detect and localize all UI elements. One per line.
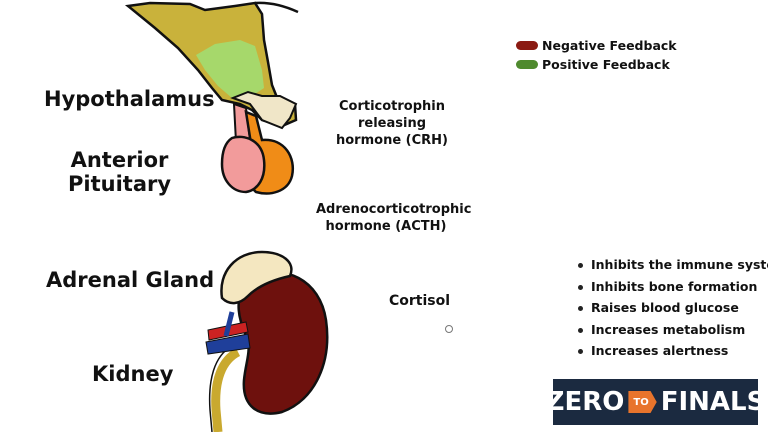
bullet-icon <box>578 263 583 268</box>
bullet-icon <box>578 284 583 290</box>
legend-positive-label: Positive Feedback <box>542 57 670 72</box>
hypothalamus-inner <box>196 40 264 98</box>
ureter <box>211 347 241 432</box>
logo-to-arrow: TO <box>628 391 657 413</box>
effect-item: Increases alertness <box>578 340 768 362</box>
effect-item: Increases metabolism <box>578 319 768 341</box>
bullet-icon <box>578 327 583 333</box>
negative-feedback-swatch <box>516 41 538 50</box>
legend-negative-feedback: Negative Feedback <box>516 38 677 53</box>
zero-to-finals-logo: ZERO TO FINALS <box>546 379 765 425</box>
logo-zero: ZERO <box>545 387 625 417</box>
anterior-pituitary-lobe <box>220 135 266 194</box>
effect-item: Raises blood glucose <box>578 297 768 319</box>
positive-feedback-swatch <box>516 60 538 69</box>
bullet-icon <box>578 349 583 354</box>
label-acth: Adrenocorticotrophic hormone (ACTH) <box>316 202 472 234</box>
effect-item: Inhibits the immune system <box>578 254 768 276</box>
vessel-branch <box>223 311 235 337</box>
renal-vein <box>205 333 251 355</box>
label-hypothalamus: Hypothalamus <box>44 87 215 111</box>
label-kidney: Kidney <box>92 362 174 386</box>
effect-item: Inhibits bone formation <box>578 276 768 298</box>
brain-outline <box>254 1 299 14</box>
cortisol-effects-list: Inhibits the immune system Inhibits bone… <box>578 254 768 362</box>
pituitary-stalk <box>230 90 298 130</box>
adrenal-gland-shape <box>220 250 293 305</box>
label-crh: Corticotrophin releasing hormone (CRH) <box>336 99 448 148</box>
bullet-icon <box>578 306 583 311</box>
label-anterior-pituitary: Anterior Pituitary <box>68 148 172 196</box>
legend-negative-label: Negative Feedback <box>542 38 677 53</box>
label-cortisol: Cortisol <box>389 293 451 309</box>
label-adrenal-gland: Adrenal Gland <box>46 268 215 292</box>
legend-positive-feedback: Positive Feedback <box>516 57 670 72</box>
cursor-ring <box>445 325 453 333</box>
logo-finals: FINALS <box>660 387 766 417</box>
